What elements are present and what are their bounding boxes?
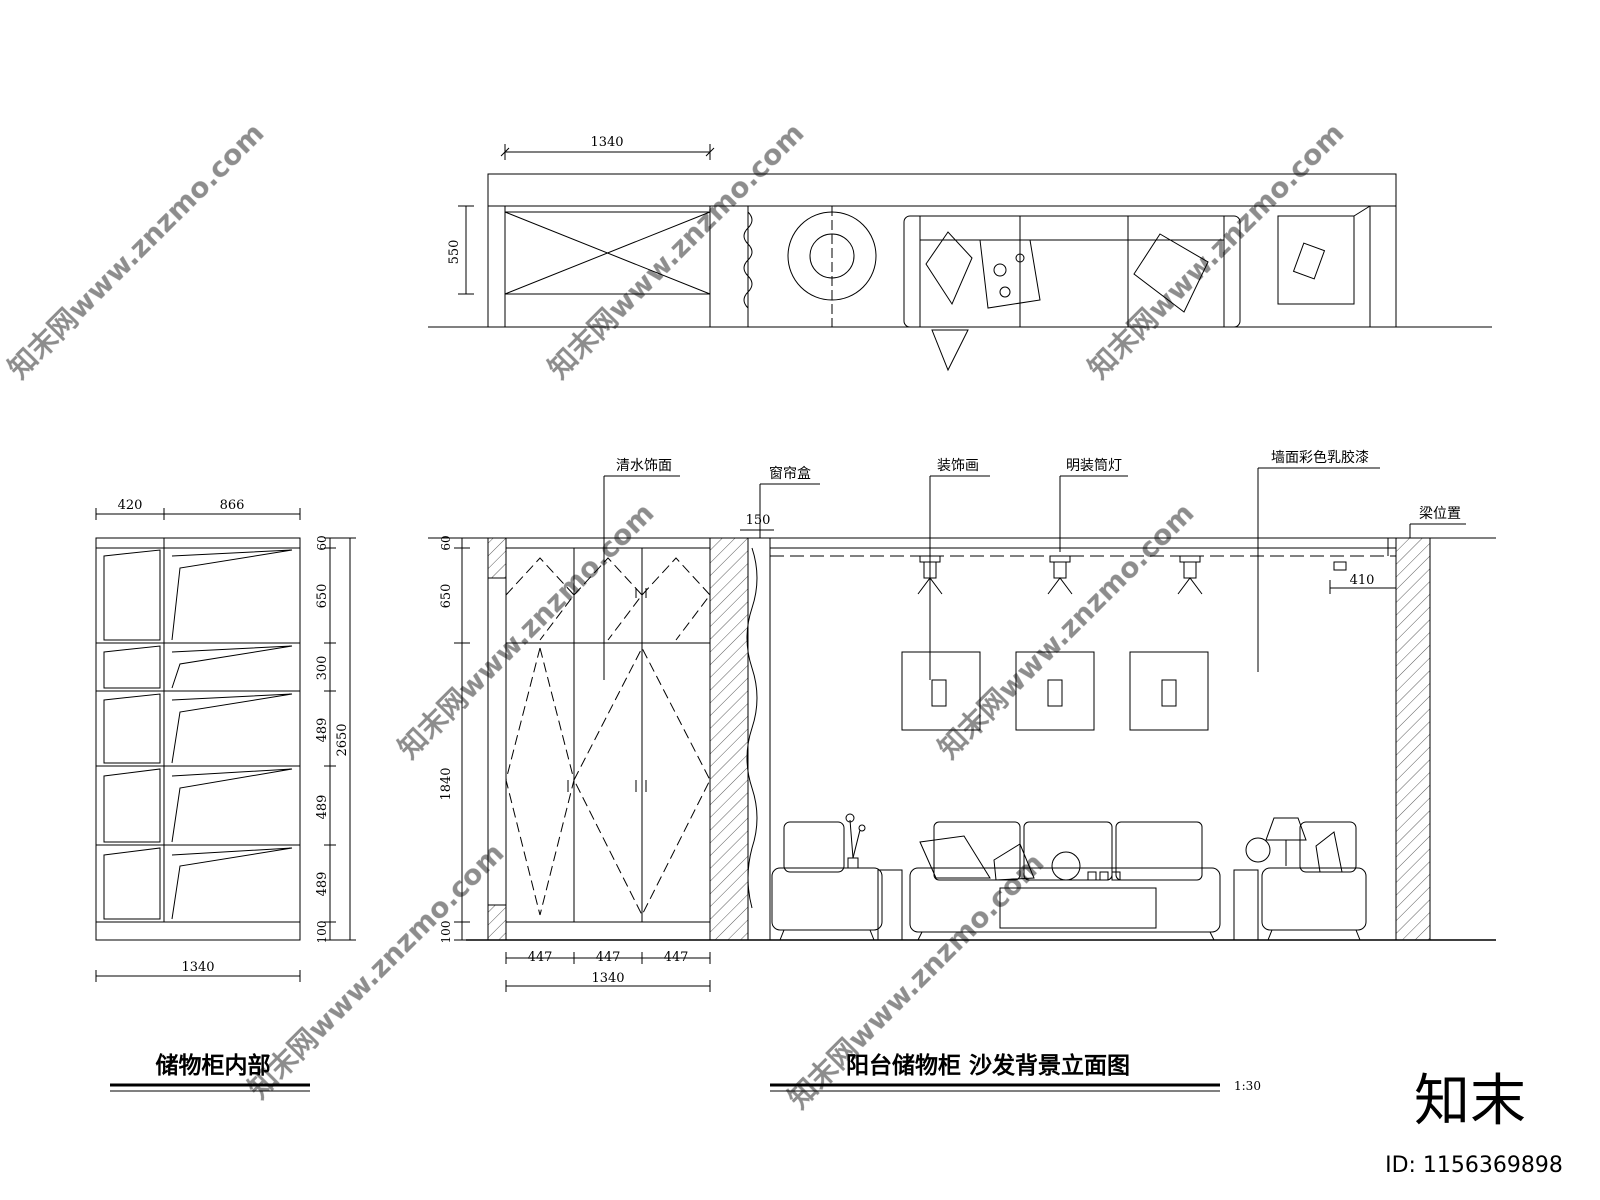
watermark-text: 知末网www.znzmo.com: [2, 116, 271, 385]
elev-dim-side: 650: [439, 584, 454, 609]
label-downlight: 明装筒灯: [1066, 457, 1122, 474]
interior-dim-866: 866: [220, 498, 245, 513]
dim-150: 150: [746, 513, 771, 528]
curtain: [746, 547, 758, 909]
coffee-table: [999, 887, 1157, 929]
elevation-view: [428, 467, 1496, 992]
plan-cushion-dotted: [979, 239, 1041, 309]
watermark-logo: 知末: [1414, 1069, 1526, 1134]
interior-dim-total: 2650: [335, 723, 350, 756]
watermark-text: 知末网www.znzmo.com: [242, 836, 511, 1105]
plan-sofa: [903, 215, 1241, 328]
interior-dim-side: 300: [315, 656, 330, 681]
interior-view: [95, 508, 356, 982]
side-table-right: [1233, 869, 1259, 941]
label-beam: 梁位置: [1419, 506, 1461, 522]
phone-icon: [1292, 242, 1326, 280]
wall-painting: [1129, 651, 1209, 731]
elev-dim-side: 60: [439, 535, 453, 550]
interior-title: 储物柜内部: [156, 1052, 271, 1079]
label-curtain-box: 窗帘盒: [769, 465, 811, 482]
plan-dim-depth: 550: [447, 240, 462, 265]
wall-painting: [901, 651, 981, 731]
watermark-text: 知末网www.znzmo.com: [932, 496, 1201, 765]
watermark-text: 知末网www.znzmo.com: [1082, 116, 1351, 385]
plan-triangle: [931, 329, 969, 372]
lamp-icon: [1245, 817, 1307, 866]
plant-icon: [845, 813, 866, 869]
interior-dim-side: 489: [315, 718, 330, 743]
label-qingshui: 清水饰面: [616, 458, 672, 474]
interior-cabinet-frame: [95, 537, 301, 941]
interior-dim-420: 420: [118, 498, 143, 513]
hatched-wall-left: [709, 537, 749, 941]
elev-dim-total: 1340: [591, 971, 624, 986]
plan-side-table: [1277, 215, 1355, 305]
socket-icon: [1333, 561, 1347, 571]
interior-dim-side: 100: [315, 921, 329, 944]
teapot-icon: [1051, 851, 1081, 881]
elev-dim-bottom: 447: [528, 950, 553, 965]
label-painting: 装饰画: [937, 458, 979, 474]
interior-dim-bottom: 1340: [181, 960, 214, 975]
dim-410: 410: [1350, 573, 1375, 588]
plan-cushion-right: [1133, 233, 1209, 313]
elev-dim-bottom: 447: [596, 950, 621, 965]
plan-dim-width: 1340: [590, 135, 623, 150]
interior-dim-side: 489: [315, 872, 330, 897]
downlight-icon: [1177, 555, 1203, 595]
elev-dim-side: 100: [439, 921, 453, 944]
armchair-right: [1261, 821, 1367, 941]
downlight-icon: [1047, 555, 1073, 595]
interior-dim-side: 60: [315, 535, 329, 550]
elev-dim-bottom: 447: [664, 950, 689, 965]
plan-view: [428, 144, 1492, 372]
armchair-left: [771, 821, 883, 941]
side-table-left: [877, 869, 903, 941]
left-pillar: [487, 537, 507, 941]
interior-dim-side: 650: [315, 584, 330, 609]
watermark-id: ID: 1156369898: [1385, 1153, 1563, 1178]
interior-dim-side: 489: [315, 795, 330, 820]
elev-dim-side: 1840: [439, 767, 454, 800]
plan-cushion-left: [925, 231, 973, 306]
scale-label: 1:30: [1234, 1079, 1261, 1093]
watermark-text: 知末网www.znzmo.com: [392, 496, 661, 765]
wall-painting: [1015, 651, 1095, 731]
hatched-wall-right: [1395, 537, 1431, 941]
watermark-text: 知末网www.znzmo.com: [542, 116, 811, 385]
elevation-title: 阳台储物柜 沙发背景立面图: [846, 1052, 1130, 1079]
label-latex-paint: 墙面彩色乳胶漆: [1271, 449, 1369, 466]
